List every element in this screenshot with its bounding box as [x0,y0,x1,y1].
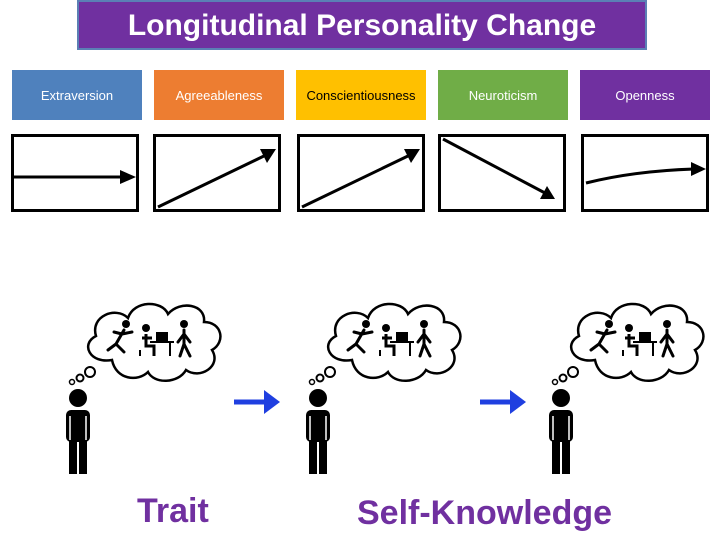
trait-box-agreeableness: Agreeableness [154,70,284,120]
trajectory-conscientiousness [297,134,425,212]
trait-label: Openness [615,87,675,103]
scene-1 [50,294,232,483]
page-title: Longitudinal Personality Change [127,9,597,42]
thought-bubble-icon [547,302,705,476]
trait-box-neuroticism: Neuroticism [438,70,568,120]
thought-bubble-icon [304,302,462,476]
scene-2 [290,294,472,483]
title-banner: Longitudinal Personality Change [77,0,647,50]
right-arrow-icon [232,384,282,425]
right-arrow-icon [478,384,528,425]
trajectory-openness [581,134,709,212]
trait-box-extraversion: Extraversion [12,70,142,120]
trait-label: Conscientiousness [306,87,416,103]
trait-box-openness: Openness [580,70,710,120]
trait-box-conscientiousness: Conscientiousness [296,70,426,120]
trait-label: Agreeableness [175,87,263,103]
trajectory-neuroticism [438,134,566,212]
trait-label: Extraversion [40,87,114,103]
trajectory-extraversion [11,134,139,212]
trait-label-bottom: Trait [137,492,209,530]
trait-label: Neuroticism [468,87,538,103]
trajectory-agreeableness [153,134,281,212]
thought-bubble-icon [64,302,222,476]
scene-3 [533,294,715,483]
self-knowledge-label: Self-Knowledge [357,494,613,532]
